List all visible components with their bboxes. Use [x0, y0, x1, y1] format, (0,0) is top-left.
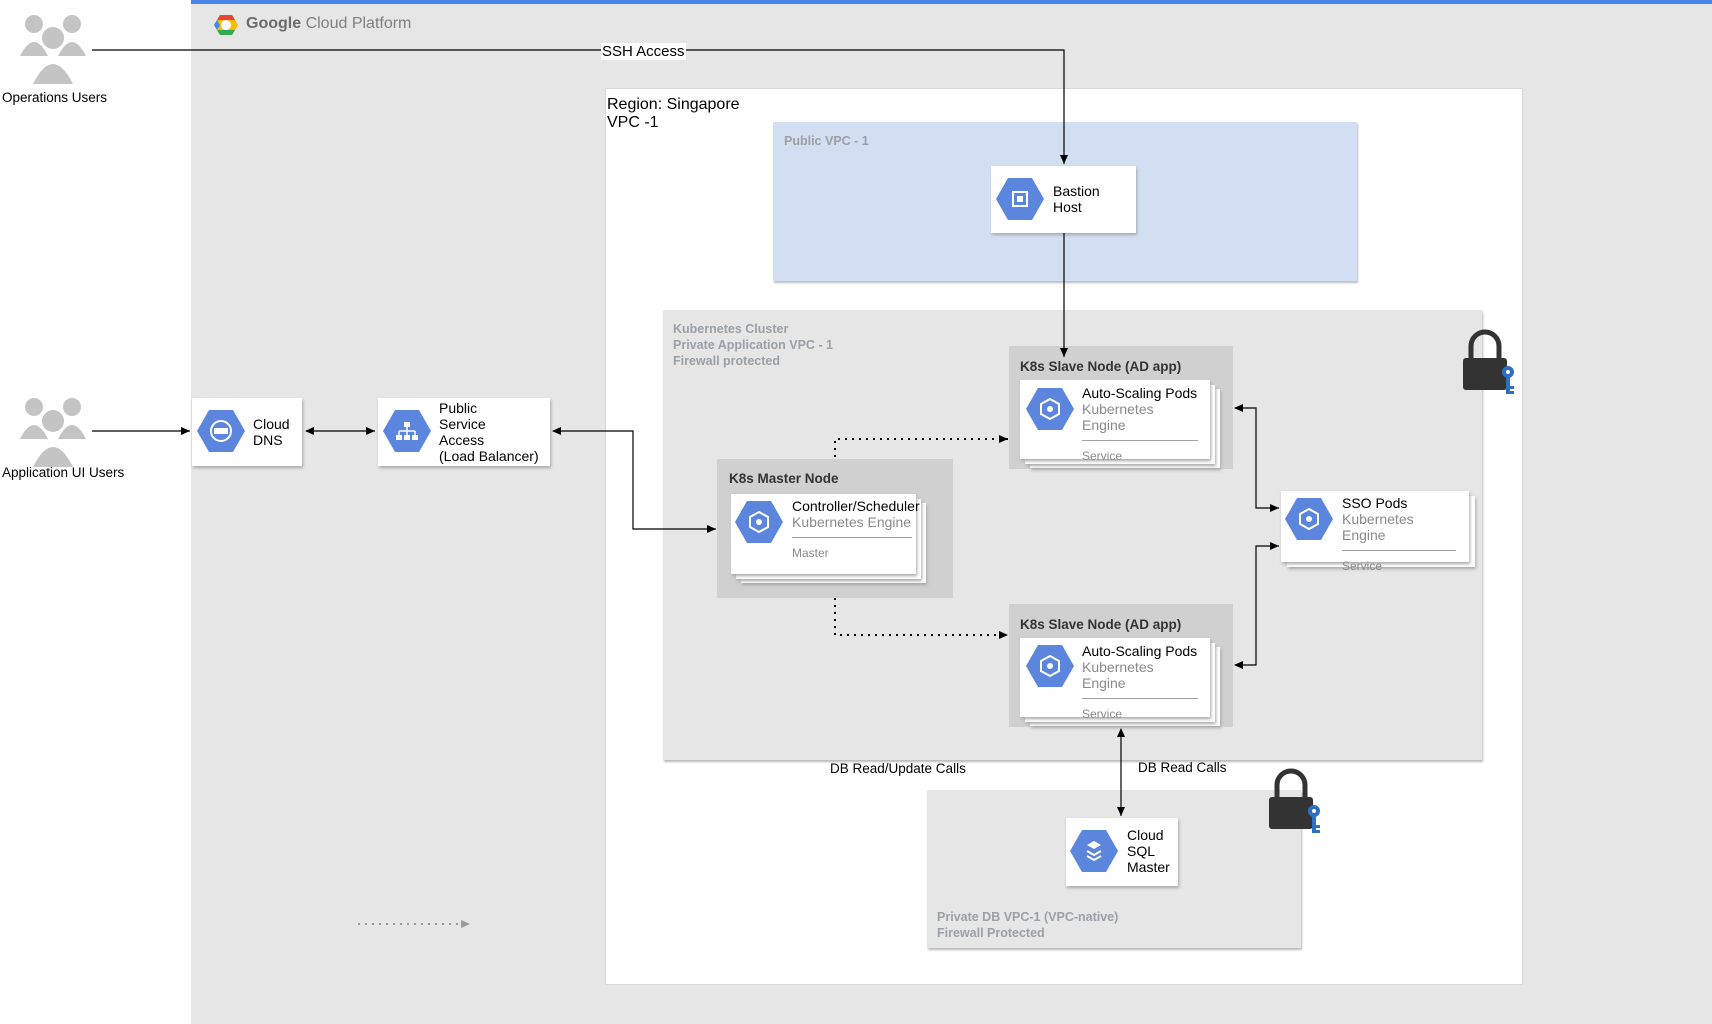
db-vpc-label: Private DB VPC-1 (VPC-native) Firewall P… [937, 910, 1119, 940]
load-balancer-icon [383, 410, 431, 452]
bastion-text: Bastion Host [1053, 183, 1100, 215]
cloud-sql-icon [1070, 830, 1118, 872]
kubernetes-cluster-label: Kubernetes Cluster Private Application V… [673, 322, 833, 368]
cloud-dns-line2: DNS [253, 432, 283, 448]
slave2-divider [1082, 698, 1198, 699]
k8s-master-node-label: K8s Master Node [729, 471, 839, 486]
k8s-slave-node-2-label: K8s Slave Node (AD app) [1020, 617, 1182, 632]
kubernetes-engine-icon [1285, 498, 1333, 540]
slave1-divider [1082, 440, 1198, 441]
bastion-line2: Host [1053, 199, 1082, 215]
sso-text: SSO Pods Kubernetes Engine Service [1342, 495, 1456, 573]
slave2-product: Kubernetes Engine [1082, 659, 1154, 691]
lb-line1: Public [439, 400, 478, 416]
master-to-slave2-connector [834, 598, 1008, 639]
operations-users-icon [20, 15, 86, 84]
cloud-sql-line3: Master [1127, 859, 1170, 875]
slave1-pod-name: Auto-Scaling Pods [1082, 385, 1198, 401]
gcp-logo-icon [213, 13, 239, 42]
slave2-role: Service [1082, 707, 1123, 721]
cloud-dns-line1: Cloud [253, 416, 290, 432]
controller-divider [792, 537, 912, 538]
region-name: Region: Singapore [607, 96, 740, 113]
cloud-sql-line1: Cloud [1127, 827, 1164, 843]
ssh-access-label: SSH Access [601, 43, 686, 60]
lb-to-master-connector [552, 427, 716, 533]
master-to-slave1-connector [834, 435, 1008, 457]
public-vpc-label: Public VPC - 1 [784, 134, 869, 148]
slave2-text: Auto-Scaling Pods Kubernetes Engine Serv… [1082, 643, 1198, 721]
slave2-sso-connector [1234, 542, 1279, 669]
lb-line4: (Load Balancer) [439, 448, 539, 464]
controller-product: Kubernetes Engine [792, 514, 912, 530]
slave1-product: Kubernetes Engine [1082, 401, 1154, 433]
sso-role: Service [1342, 559, 1383, 573]
db-read-calls-label: DB Read Calls [1138, 760, 1227, 775]
ssh-connector [92, 49, 1068, 164]
gcp-product-name: Cloud Platform [305, 15, 412, 32]
k8s-slave-node-1-label: K8s Slave Node (AD app) [1020, 359, 1182, 374]
lock-icon [1463, 329, 1514, 394]
region-vpc: VPC -1 [607, 114, 659, 131]
controller-name: Controller/Scheduler [792, 498, 920, 514]
load-balancer-text: Public Service Access (Load Balancer) [439, 400, 539, 464]
slave2-pod-name: Auto-Scaling Pods [1082, 643, 1198, 659]
bastion-line1: Bastion [1053, 183, 1100, 199]
gcp-title: Google Cloud Platform [246, 15, 411, 33]
cloud-sql-text: Cloud SQL Master [1127, 827, 1170, 875]
sso-pod-name: SSO Pods [1342, 495, 1408, 511]
slave1-sso-connector [1234, 404, 1279, 512]
region-label: Region: Singapore VPC -1 [607, 96, 740, 132]
lb-line3: Access [439, 432, 485, 448]
sso-divider [1342, 550, 1456, 551]
cloud-sql-line2: SQL [1127, 843, 1156, 859]
controller-role: Master [792, 546, 829, 560]
gcp-brand: Google [246, 15, 302, 32]
kubernetes-engine-icon [1026, 388, 1074, 430]
db-update-calls-label: DB Read/Update Calls [830, 761, 966, 776]
kubernetes-engine-icon [1026, 645, 1074, 687]
application-ui-users-label: Application UI Users [2, 465, 125, 480]
dns-icon [197, 410, 245, 452]
compute-engine-icon [996, 178, 1044, 220]
slave1-text: Auto-Scaling Pods Kubernetes Engine Serv… [1082, 385, 1198, 463]
application-ui-users-icon [20, 398, 86, 467]
controller-text: Controller/Scheduler Kubernetes Engine M… [792, 498, 920, 560]
cloud-dns-text: Cloud DNS [253, 416, 290, 448]
sso-product: Kubernetes Engine [1342, 511, 1414, 543]
lock-icon [1269, 768, 1320, 833]
slave1-role: Service [1082, 449, 1123, 463]
kubernetes-engine-icon [735, 501, 783, 543]
operations-users-label: Operations Users [2, 90, 108, 105]
lb-line2: Service [439, 416, 486, 432]
